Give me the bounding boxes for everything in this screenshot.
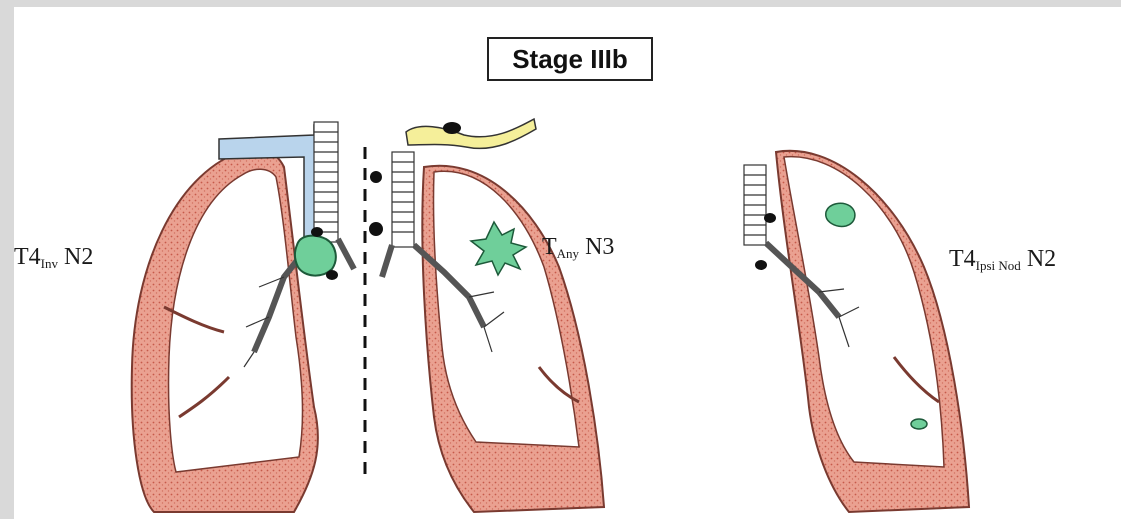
clavicle <box>406 119 536 148</box>
panel-1-label: T4Inv N2 <box>14 245 93 270</box>
panel-3-label: T4Ipsi Nod N2 <box>949 247 1056 272</box>
panel-1-t-sub: Inv <box>41 256 58 271</box>
right-lung-panel-3 <box>776 151 969 512</box>
panel-1-t: T4 <box>14 244 41 270</box>
tumor-1 <box>295 236 336 276</box>
panel-2-t-sub: Any <box>557 246 579 261</box>
panel-3-n: N2 <box>1027 246 1056 272</box>
panel-1-n: N2 <box>64 244 93 270</box>
panel-3-t-sub: Ipsi Nod <box>976 258 1021 273</box>
tumor-3b <box>911 419 927 429</box>
panel-3-t: T4 <box>949 246 976 272</box>
panel-2-n: N3 <box>585 234 614 260</box>
lymph-node-2b <box>369 222 383 236</box>
right-lung-panel-2 <box>422 166 604 512</box>
lymph-node-3b <box>755 260 767 270</box>
panel-2-t: T <box>542 234 557 260</box>
left-lung-panel-1 <box>132 148 318 512</box>
lymph-node-1b <box>326 270 338 280</box>
stage-title: Stage IIIb <box>487 37 653 81</box>
lymph-node-supraclavicular <box>443 122 461 134</box>
panel-2-label: TAny N3 <box>542 235 614 260</box>
lymph-node-3a <box>764 213 776 223</box>
lymph-node-1a <box>311 227 323 237</box>
lymph-node-2a <box>370 171 382 183</box>
tumor-3a <box>826 203 855 226</box>
